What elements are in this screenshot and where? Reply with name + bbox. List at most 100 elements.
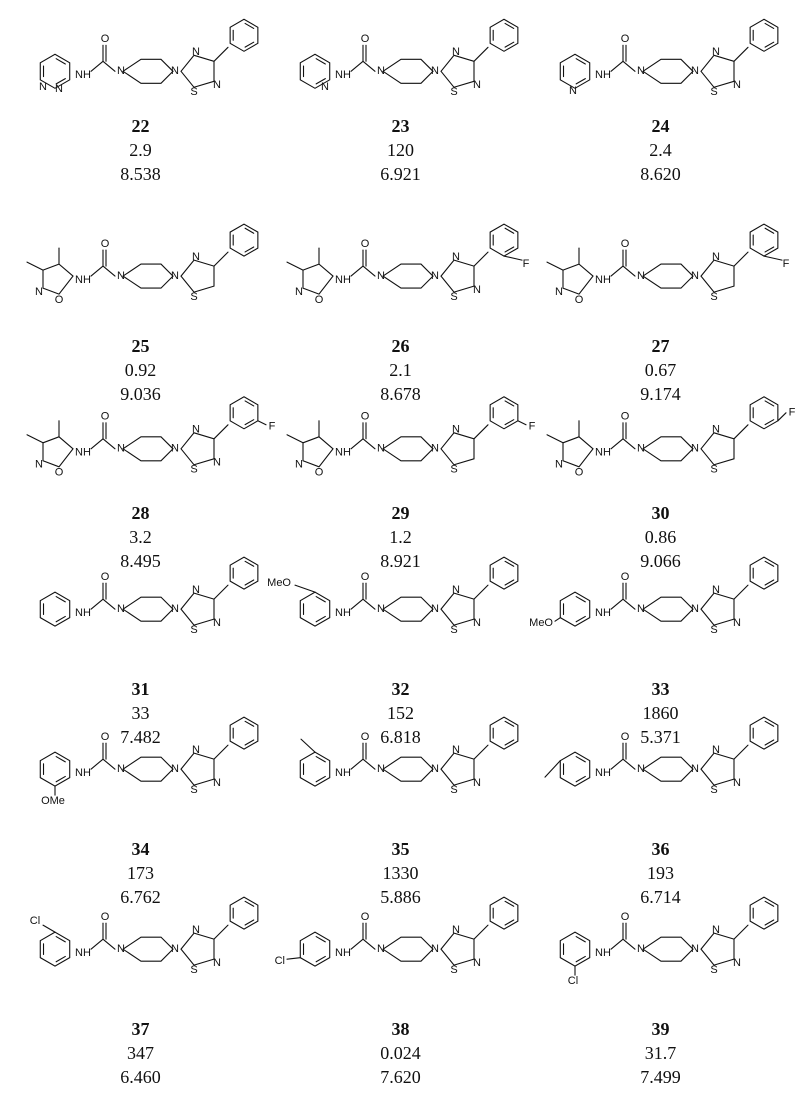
- bond: [55, 58, 66, 65]
- bond: [575, 615, 586, 623]
- bond: [90, 758, 104, 770]
- piperazine: [642, 58, 694, 84]
- bond: [473, 424, 489, 440]
- compound-number: 27: [651, 336, 670, 356]
- bond: [244, 227, 255, 234]
- bond: [610, 598, 624, 610]
- value-1: 33: [131, 703, 150, 723]
- value-2: 7.620: [380, 1067, 421, 1087]
- atom-label: N: [637, 763, 645, 775]
- value-1: 120: [387, 140, 414, 160]
- bond: [504, 41, 515, 48]
- bond: [777, 412, 787, 422]
- bond: [244, 739, 255, 746]
- atom-label: S: [710, 964, 717, 976]
- compound-number: 25: [131, 336, 150, 356]
- isoxazole: [42, 263, 74, 295]
- bond: [610, 438, 624, 450]
- bond: [622, 758, 636, 770]
- isoxazole: [302, 436, 334, 468]
- atom-label: S: [710, 291, 717, 303]
- atom-label: O: [101, 731, 110, 743]
- ring: [749, 396, 779, 430]
- atom-label: O: [101, 411, 110, 423]
- bond: [286, 434, 304, 444]
- atom-label: O: [361, 33, 370, 45]
- atom-label: N: [637, 603, 645, 615]
- bond: [102, 938, 116, 950]
- atom-label: N: [192, 744, 200, 756]
- isoxazole: [562, 263, 594, 295]
- atom-label: N: [733, 957, 741, 969]
- bond: [622, 598, 636, 610]
- atom-label: O: [101, 33, 110, 45]
- ring: [749, 716, 779, 750]
- bond: [244, 900, 255, 907]
- ring: [229, 556, 259, 590]
- ring: [749, 18, 779, 52]
- bond: [286, 957, 301, 960]
- value-1: 1860: [642, 703, 679, 723]
- value-1: 0.92: [124, 360, 157, 380]
- atom-label: N: [691, 65, 699, 77]
- bond: [622, 438, 636, 450]
- ring: [39, 751, 71, 787]
- atom-label: MeO: [529, 617, 553, 629]
- bond: [575, 756, 586, 763]
- compound-number: 31: [131, 679, 150, 699]
- five-ring: [440, 932, 475, 966]
- bond: [575, 78, 586, 85]
- atom-label: N: [377, 763, 385, 775]
- atom-label: N: [691, 603, 699, 615]
- atom-label: O: [621, 731, 630, 743]
- ring: [559, 751, 591, 787]
- ring: [39, 931, 71, 967]
- piperazine: [122, 596, 174, 622]
- value-1: 2.1: [389, 360, 412, 380]
- bond: [362, 265, 376, 277]
- bond: [473, 924, 489, 940]
- atom-label: N: [192, 251, 200, 263]
- bond: [763, 255, 783, 261]
- atom-label: N: [35, 286, 43, 298]
- value-1: 0.024: [380, 1043, 421, 1063]
- bond: [300, 738, 316, 753]
- five-ring: [180, 752, 215, 786]
- piperazine: [382, 936, 434, 962]
- atom-label: N: [171, 270, 179, 282]
- atom-label: O: [575, 294, 584, 306]
- bond: [350, 758, 364, 770]
- atom-label: N: [171, 943, 179, 955]
- atom-label: O: [361, 238, 370, 250]
- bond: [764, 400, 775, 407]
- bond: [294, 584, 316, 593]
- atom-label: NH: [595, 607, 611, 619]
- atom-label: N: [55, 83, 63, 95]
- atom-label: MeO: [267, 577, 291, 589]
- ring: [229, 18, 259, 52]
- atom-label: NH: [595, 274, 611, 286]
- value-2: 7.482: [120, 727, 161, 747]
- five-ring: [440, 259, 475, 293]
- atom-label: O: [55, 467, 64, 479]
- atom-label: N: [213, 777, 221, 789]
- bond: [213, 46, 229, 62]
- piperazine: [642, 263, 694, 289]
- value-2: 9.036: [120, 384, 161, 404]
- bond: [90, 60, 104, 72]
- atom-label: N: [192, 584, 200, 596]
- atom-label: N: [171, 443, 179, 455]
- ring: [229, 223, 259, 257]
- compound-number: 39: [651, 1019, 670, 1039]
- atom-label: O: [361, 731, 370, 743]
- five-ring: [700, 432, 735, 466]
